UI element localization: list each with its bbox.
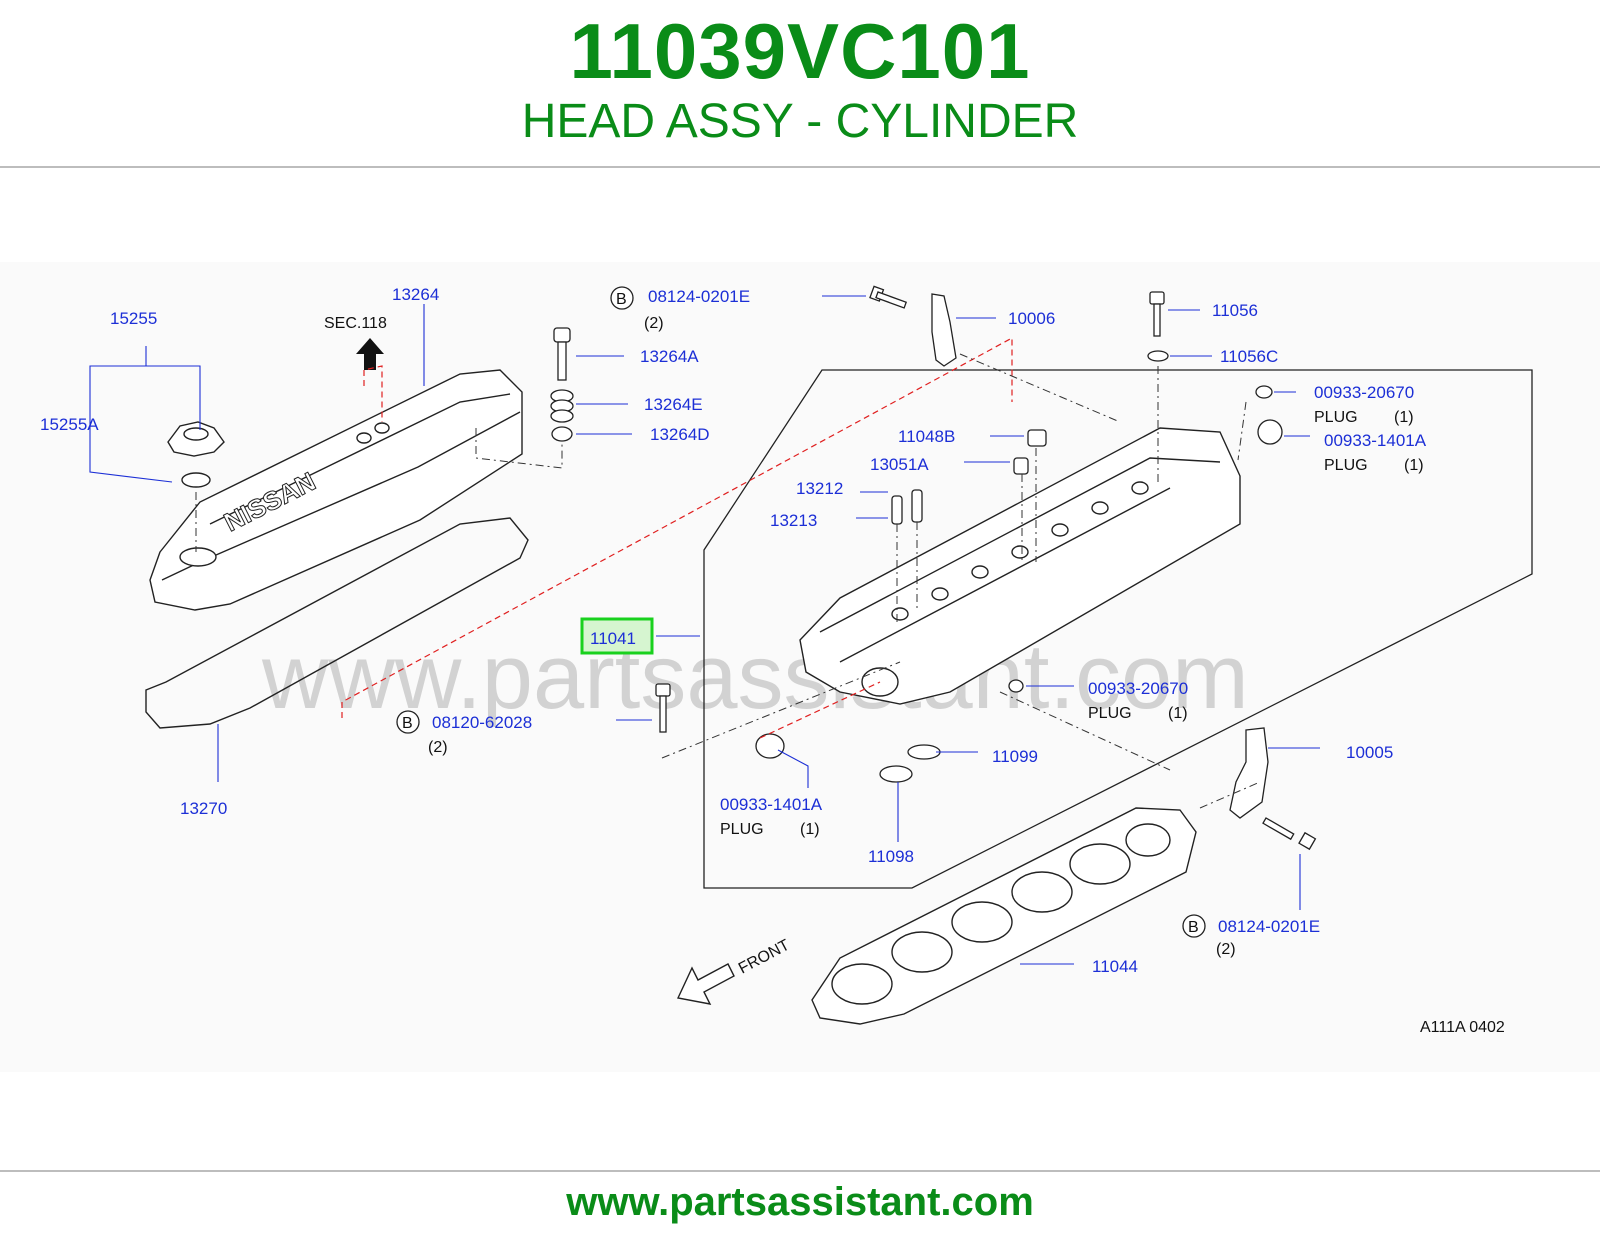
head-small-parts-drawing: [655, 285, 1317, 851]
label-15255[interactable]: 15255: [110, 309, 157, 328]
label-13270[interactable]: 13270: [180, 799, 227, 818]
highlight-11041-box[interactable]: [580, 617, 654, 655]
label-15255A[interactable]: 15255A: [40, 415, 99, 434]
label-bolt-right-qty: (2): [1216, 941, 1236, 958]
head-gasket-drawing: [811, 807, 1197, 1025]
label-10005[interactable]: 10005: [1346, 743, 1393, 762]
label-plug4-name: PLUG: [720, 821, 764, 838]
b-marker-right-text: B: [1188, 919, 1199, 936]
label-11044[interactable]: 11044: [1092, 957, 1138, 976]
label-bolt-right[interactable]: 08124-0201E: [1218, 917, 1320, 936]
label-10006[interactable]: 10006: [1008, 309, 1055, 328]
label-13213[interactable]: 13213: [770, 511, 817, 530]
b-markers: B B B: [396, 286, 1206, 938]
label-13264D[interactable]: 13264D: [650, 425, 710, 444]
header-divider: [0, 166, 1600, 168]
footer-divider: [0, 1170, 1600, 1172]
label-plug4-no[interactable]: 00933-1401A: [720, 795, 823, 814]
label-plug1-name: PLUG: [1314, 409, 1358, 426]
label-11099[interactable]: 11099: [992, 747, 1038, 766]
label-plug4-qty: (1): [800, 821, 820, 838]
part-name-subtitle: HEAD ASSY - CYLINDER: [521, 95, 1079, 148]
label-plug2-no[interactable]: 00933-1401A: [1324, 431, 1427, 450]
leader-lines: [89, 295, 1320, 965]
label-bolt-left[interactable]: 08120-62028: [432, 713, 532, 732]
black-assembly-lines: [195, 353, 1261, 809]
label-plug2-qty: (1): [1404, 457, 1424, 474]
label-11056C[interactable]: 11056C: [1220, 347, 1278, 366]
label-bolt-top[interactable]: 08124-0201E: [648, 287, 750, 306]
b-marker-left-text: B: [402, 715, 413, 732]
b-marker-top-icon: [610, 286, 634, 310]
b-marker-top-text: B: [616, 291, 627, 308]
label-bolt-top-qty: (2): [644, 315, 664, 332]
label-13264[interactable]: 13264: [392, 285, 439, 304]
label-diagram-code: A111A 0402: [1420, 1019, 1505, 1036]
label-plug3-no[interactable]: 00933-20670: [1088, 679, 1188, 698]
label-front: FRONT: [736, 937, 793, 978]
label-sec118[interactable]: SEC.118: [324, 315, 387, 332]
front-arrow-icon: [676, 963, 735, 1005]
label-11056[interactable]: 11056: [1212, 301, 1258, 320]
label-13051A[interactable]: 13051A: [870, 455, 929, 474]
label-13264E[interactable]: 13264E: [644, 395, 703, 414]
label-bolt-left-qty: (2): [428, 739, 448, 756]
bracket-10006-drawing: [931, 293, 957, 367]
cylinder-head-frame: [703, 369, 1533, 889]
label-11098[interactable]: 11098: [868, 847, 914, 866]
label-plug3-name: PLUG: [1088, 705, 1132, 722]
page-header: 11039VC101 HEAD ASSY - CYLINDER: [0, 0, 1600, 168]
oil-filler-cap-drawing: [167, 421, 225, 488]
footer-url[interactable]: www.partsassistant.com: [566, 1180, 1034, 1224]
label-plug1-qty: (1): [1394, 409, 1414, 426]
label-11041[interactable]: 11041: [590, 629, 636, 648]
valve-cover-drawing: NISSAN: [149, 369, 523, 611]
parts-diagram-svg: www.partsassistant.com NISSAN: [40, 0, 1533, 1036]
b-marker-left-icon: [396, 710, 420, 734]
cover-bolt-set-drawing: [550, 327, 574, 442]
parts-diagram: www.partsassistant.com NISSAN: [0, 0, 1600, 1072]
sec118-arrow-icon: [356, 338, 384, 370]
label-plug1-no[interactable]: 00933-20670: [1314, 383, 1414, 402]
valve-cover-gasket-drawing: [145, 517, 529, 729]
label-13212[interactable]: 13212: [796, 479, 843, 498]
b-marker-right-icon: [1182, 914, 1206, 938]
label-plug3-qty: (1): [1168, 705, 1188, 722]
watermark-text: www.partsassistant.com: [261, 626, 1249, 728]
label-13264A[interactable]: 13264A: [640, 347, 699, 366]
part-number-title: 11039VC101: [569, 7, 1031, 95]
red-assembly-lines: [341, 336, 1013, 739]
label-plug2-name: PLUG: [1324, 457, 1368, 474]
label-11048B[interactable]: 11048B: [898, 427, 955, 446]
bracket-10005-drawing: [1229, 727, 1269, 819]
